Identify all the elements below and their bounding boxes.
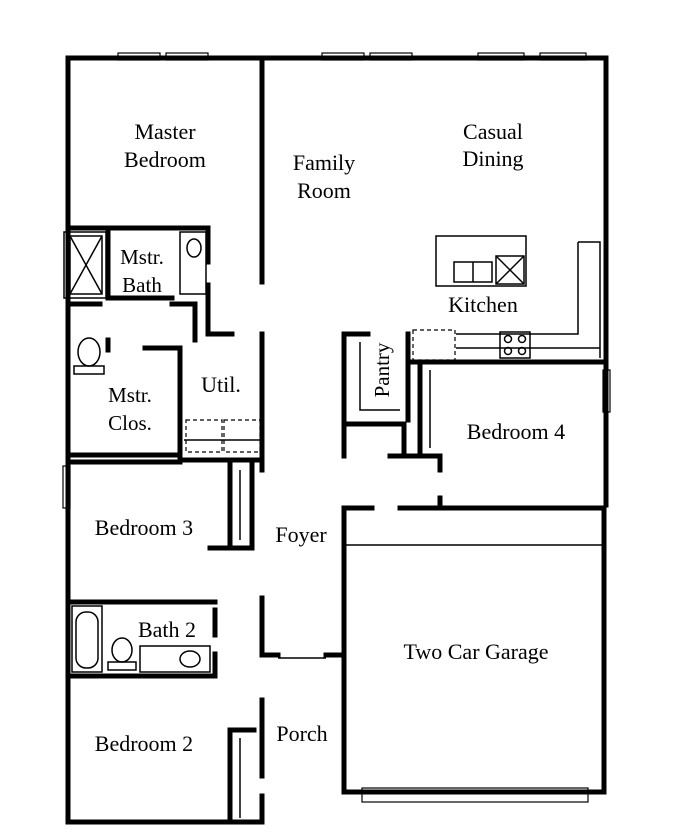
pantry-label: Pantry (370, 342, 394, 397)
vanity-sink-icon (139, 645, 211, 673)
family-room-label-line1: Family (293, 150, 355, 175)
bedroom3-label: Bedroom 3 (95, 515, 193, 540)
bathtub-icon (71, 605, 103, 673)
util-label: Util. (201, 372, 241, 397)
sink-icon (179, 231, 207, 295)
master-bedroom-label-line1: Master (134, 119, 196, 144)
casual-dining-label-line2: Dining (462, 146, 523, 171)
porch-label: Porch (276, 721, 327, 746)
kitchen-island (435, 235, 527, 287)
mstr-clos-label-line2: Clos. (108, 411, 152, 435)
pantry-shelves (359, 342, 400, 411)
bedroom2-label: Bedroom 2 (95, 731, 193, 756)
casual-dining-label-line1: Casual (463, 119, 523, 144)
toilet-icon (107, 637, 137, 671)
room-labels: Master Bedroom Family Room Casual Dining… (95, 119, 565, 756)
interior-walls (65, 55, 609, 825)
bedroom4-label: Bedroom 4 (467, 419, 565, 444)
mstr-bath-label-line2: Bath (122, 273, 162, 297)
shower-icon (63, 231, 107, 299)
kitchen-counter (412, 241, 601, 361)
washer-dryer-icon (184, 419, 262, 453)
family-room-label-line2: Room (297, 178, 351, 203)
master-bedroom-label-line2: Bedroom (124, 147, 206, 172)
bath2-label: Bath 2 (138, 617, 196, 642)
mstr-clos-label-line1: Mstr. (108, 383, 152, 407)
toilet-icon (73, 337, 105, 375)
exterior-walls (65, 55, 609, 825)
kitchen-label: Kitchen (448, 292, 518, 317)
fixtures (63, 231, 601, 818)
mstr-bath-label-line1: Mstr. (120, 245, 164, 269)
foyer-label: Foyer (275, 522, 327, 547)
garage-label: Two Car Garage (403, 639, 548, 664)
